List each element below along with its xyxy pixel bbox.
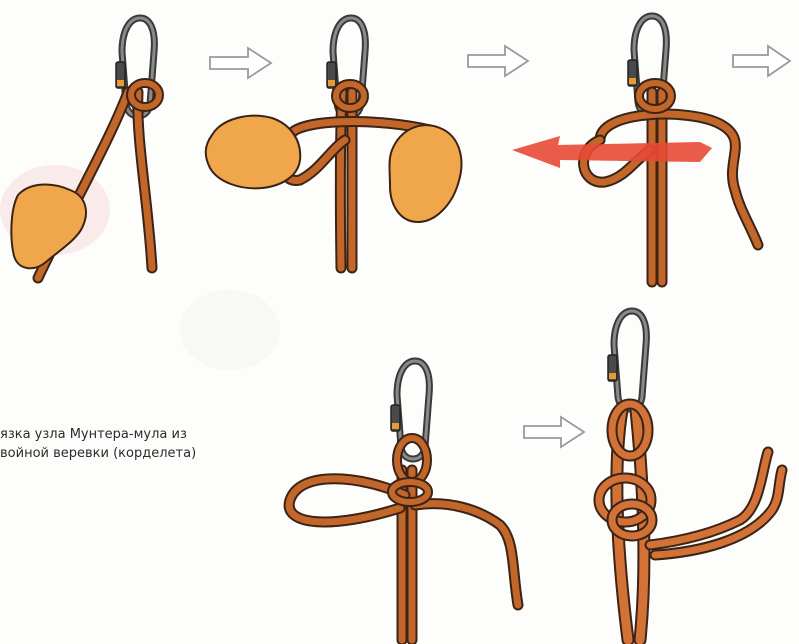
hand-icon <box>206 116 300 189</box>
caption-line-1: язка узла Мунтера-мула из <box>0 425 260 444</box>
diagram-caption: язка узла Мунтера-мула из войной веревки… <box>0 425 260 463</box>
step-3 <box>512 16 758 282</box>
hand-icon <box>390 125 462 222</box>
carabiner-icon <box>608 311 646 409</box>
step-arrow-icon <box>733 46 790 76</box>
muenter-mule-knot-icon <box>599 404 782 640</box>
pull-direction-arrow-icon <box>512 136 712 168</box>
step-2 <box>206 18 462 268</box>
step-arrow-icon <box>524 417 584 447</box>
step-arrow-icon <box>210 48 271 78</box>
step-arrow-icon <box>468 46 528 76</box>
rope-icon <box>289 438 518 640</box>
hand-icon <box>11 185 86 269</box>
step-4 <box>289 361 518 640</box>
rope-icon <box>584 83 758 282</box>
step-5 <box>599 311 782 640</box>
caption-line-2: войной веревки (корделета) <box>0 444 260 463</box>
